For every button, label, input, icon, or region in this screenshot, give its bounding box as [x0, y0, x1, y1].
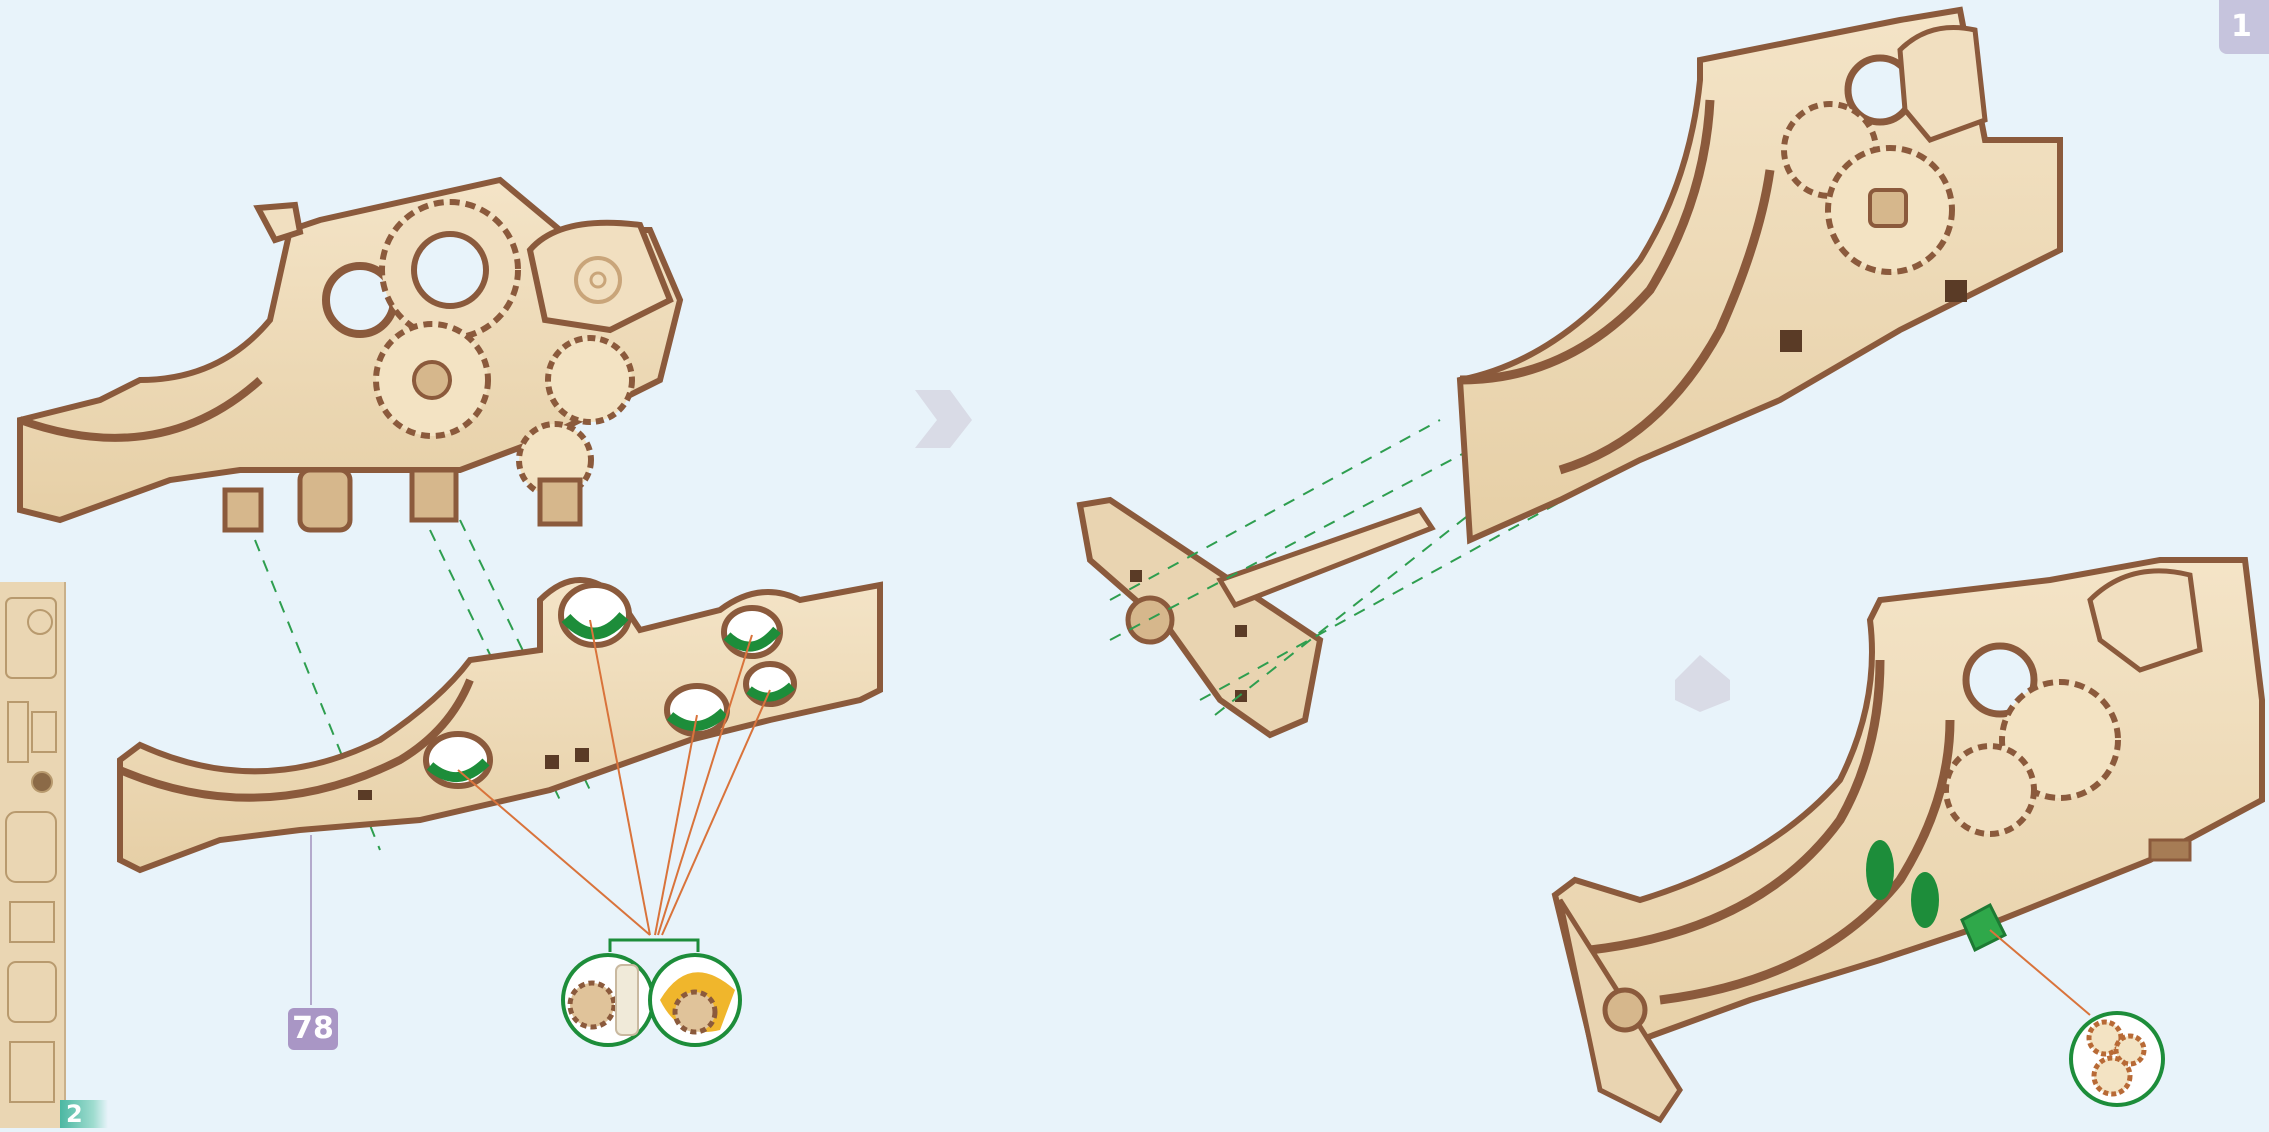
end-plate-exploded — [1080, 500, 1432, 735]
large-gear — [382, 202, 518, 338]
wax-lubricant-icon — [563, 940, 740, 1045]
frame-part-78 — [120, 580, 880, 870]
gear-detail-guide-line — [1990, 930, 2090, 1015]
gear-detail-icon — [2071, 1013, 2163, 1105]
frame-assembly-top — [1460, 10, 2060, 540]
step-arrow-right-icon — [915, 390, 972, 448]
part-number-badge: 78 — [288, 1008, 338, 1050]
medium-gear — [376, 324, 488, 436]
step-arrow-down-icon — [1675, 655, 1730, 712]
gear-subassembly-left — [20, 180, 680, 530]
